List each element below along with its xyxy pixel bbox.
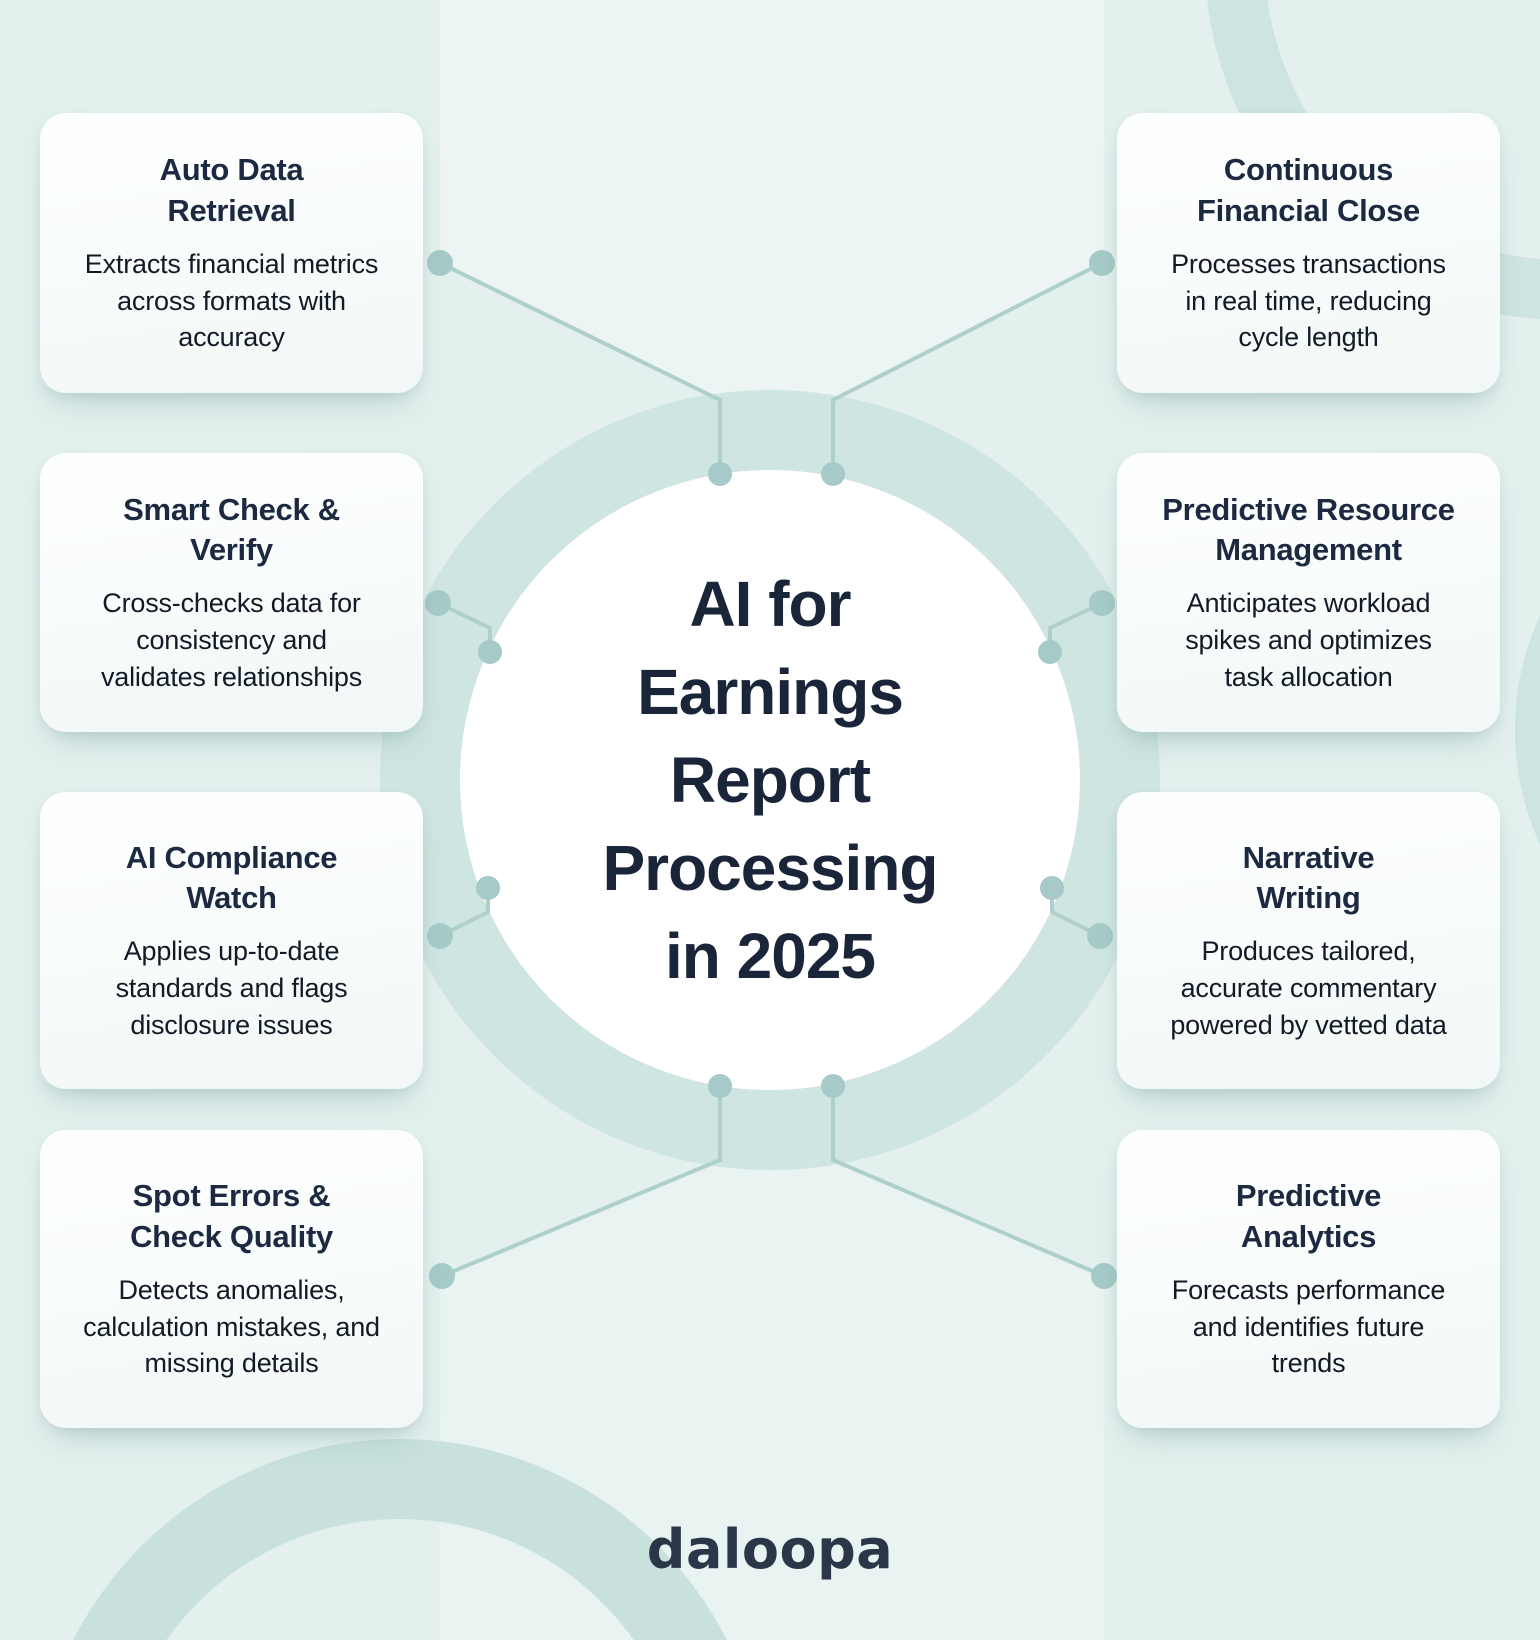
card-title: Smart Check & Verify: [123, 491, 340, 568]
dot-card-narrative-writing: [1087, 923, 1113, 949]
card-body: Extracts financial metrics across format…: [84, 248, 379, 353]
dot-card-predictive-analytics: [1091, 1263, 1117, 1289]
card-predictive-resource-management: Predictive Resource Management Anticipat…: [1117, 453, 1500, 732]
dot-circle-mid-upper-right: [1038, 640, 1062, 664]
dot-card-continuous-financial-close: [1089, 250, 1115, 276]
page-title: AI for Earnings Report Processing in 202…: [602, 568, 938, 992]
card-title: Narrative Writing: [1242, 839, 1375, 916]
card-body: Detects anomalies, calculation mistakes,…: [83, 1274, 380, 1379]
card-auto-data-retrieval: Auto Data Retrieval Extracts financial m…: [40, 113, 423, 393]
connector-continuous-financial-close: [831, 261, 1103, 474]
card-body: Cross-checks data for consistency and va…: [100, 588, 363, 692]
card-title: AI Compliance Watch: [125, 839, 338, 916]
card-title: Auto Data Retrieval: [159, 152, 304, 228]
card-title: Continuous Financial Close: [1197, 152, 1420, 228]
card-smart-check-verify: Smart Check & Verify Cross-checks data f…: [40, 453, 423, 732]
dot-circle-mid-lower-right: [1040, 876, 1064, 900]
card-title: Spot Errors & Check Quality: [130, 1178, 333, 1254]
card-body: Forecasts performance and identifies fut…: [1171, 1274, 1446, 1379]
dot-card-predictive-resource-management: [1089, 590, 1115, 616]
card-body: Anticipates workload spikes and optimize…: [1185, 588, 1432, 692]
card-ai-compliance-watch: AI Compliance Watch Applies up-to-date s…: [40, 792, 423, 1089]
card-body: Applies up-to-date standards and flags d…: [115, 936, 348, 1040]
connector-spot-errors-check-quality: [441, 1086, 722, 1278]
dot-circle-top-right: [821, 462, 845, 486]
dot-card-ai-compliance-watch: [427, 923, 453, 949]
logo-daloopa: daloopa: [646, 1518, 894, 1581]
decorative-arc-bottom-left: [73, 1439, 727, 1640]
dot-circle-bottom-left: [708, 1074, 732, 1098]
connector-predictive-analytics: [831, 1086, 1105, 1278]
card-body: Processes transactions in real time, red…: [1171, 248, 1446, 353]
connector-auto-data-retrieval: [439, 261, 722, 474]
card-title: Predictive Analytics: [1235, 1178, 1382, 1254]
card-continuous-financial-close: Continuous Financial Close Processes tra…: [1117, 113, 1500, 393]
card-spot-errors-check-quality: Spot Errors & Check Quality Detects anom…: [40, 1130, 423, 1428]
dot-circle-top-left: [708, 462, 732, 486]
card-title: Predictive Resource Management: [1162, 491, 1455, 568]
dot-card-smart-check-verify: [425, 590, 451, 616]
dot-card-spot-errors-check-quality: [429, 1263, 455, 1289]
card-predictive-analytics: Predictive Analytics Forecasts performan…: [1117, 1130, 1500, 1428]
dot-circle-mid-upper-left: [478, 640, 502, 664]
dot-circle-bottom-right: [821, 1074, 845, 1098]
card-body: Produces tailored, accurate commentary p…: [1170, 936, 1447, 1040]
dot-circle-mid-lower-left: [476, 876, 500, 900]
card-narrative-writing: Narrative Writing Produces tailored, acc…: [1117, 792, 1500, 1089]
center-circle: [460, 470, 1080, 1090]
dot-card-auto-data-retrieval: [427, 250, 453, 276]
light-beam-top: [440, 0, 1104, 402]
